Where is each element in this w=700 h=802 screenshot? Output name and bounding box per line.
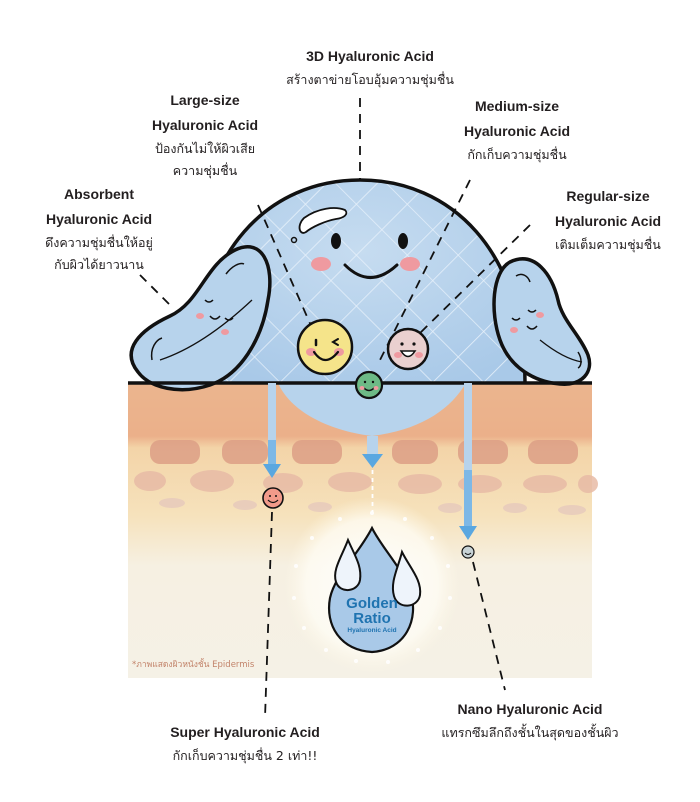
small-ha-sphere [354, 370, 384, 400]
golden-ratio-text: Golden Ratio Hyaluronic Acid [330, 596, 414, 636]
label-regular-size-ha: Regular-size Hyaluronic Acid เติมเต็มควา… [528, 184, 688, 256]
label-desc: แทรกซึมลึกถึงชั้นในสุดของชั้นผิว [441, 725, 619, 740]
penetration-arrows [263, 383, 477, 540]
skin-cells-row-3 [159, 498, 586, 515]
golden-ratio-line3: Hyaluronic Acid [347, 627, 397, 634]
label-title: Super Hyaluronic Acid [170, 724, 320, 740]
label-title: Medium-size [474, 98, 559, 114]
label-title: Absorbent [64, 186, 134, 202]
absorbent-droplet [129, 245, 272, 392]
label-desc: กับผิวได้ยาวนาน [54, 257, 144, 272]
golden-ratio-line1: Golden [346, 595, 398, 612]
label-desc: ป้องกันไม่ให้ผิวเสีย [154, 141, 256, 156]
label-super-ha: Super Hyaluronic Acid กักเก็บความชุ่มชื่… [140, 720, 350, 767]
large-ha-sphere [296, 318, 354, 376]
label-desc: กักเก็บความชุ่มชื่น 2 เท่า!! [172, 748, 318, 763]
leader-lines [139, 98, 531, 719]
label-medium-size-ha: Medium-size Hyaluronic Acid กักเก็บความช… [442, 94, 592, 166]
label-title: Hyaluronic Acid [554, 213, 662, 229]
label-title: Large-size [170, 92, 240, 108]
label-desc: เติมเต็มความชุ่มชื่น [555, 237, 661, 252]
label-title: Regular-size [566, 188, 650, 204]
label-large-size-ha: Large-size Hyaluronic Acid ป้องกันไม่ให้… [130, 88, 280, 182]
label-3d-hyaluronic-acid: 3D Hyaluronic Acid สร้างตาข่ายโอบอุ้มควา… [270, 44, 470, 91]
medium-ha-sphere [386, 327, 430, 371]
golden-ratio-line2: Ratio [353, 610, 391, 627]
label-desc: ดึงความชุ่มชื่นให้อยู่ [45, 235, 153, 250]
label-title: Nano Hyaluronic Acid [457, 701, 603, 717]
label-desc: ความชุ่มชื่น [172, 163, 238, 178]
dome-smile [343, 263, 399, 279]
epidermis-footnote: *ภาพแสดงผิวหนังชั้น Epidermis [132, 660, 255, 670]
super-ha-sphere [262, 487, 284, 509]
arrow-down-icon [459, 526, 477, 540]
golden-ratio-droplet [327, 525, 422, 654]
label-title: Hyaluronic Acid [151, 117, 259, 133]
label-absorbent-ha: Absorbent Hyaluronic Acid ดึงความชุ่มชื่… [24, 182, 174, 276]
label-desc: สร้างตาข่ายโอบอุ้มความชุ่มชื่น [286, 72, 454, 87]
absorbent-droplet-right [492, 257, 592, 386]
nano-ha-sphere [461, 545, 475, 559]
label-title: Hyaluronic Acid [463, 123, 571, 139]
arrow-down-icon [263, 464, 281, 478]
label-title: Hyaluronic Acid [45, 211, 153, 227]
dome-eye-left [331, 233, 341, 249]
dome-eye-right [398, 233, 408, 249]
label-title: 3D Hyaluronic Acid [306, 48, 434, 64]
label-desc: กักเก็บความชุ่มชื่น [467, 147, 567, 162]
label-nano-ha: Nano Hyaluronic Acid แทรกซึมลึกถึงชั้นใน… [420, 697, 640, 744]
